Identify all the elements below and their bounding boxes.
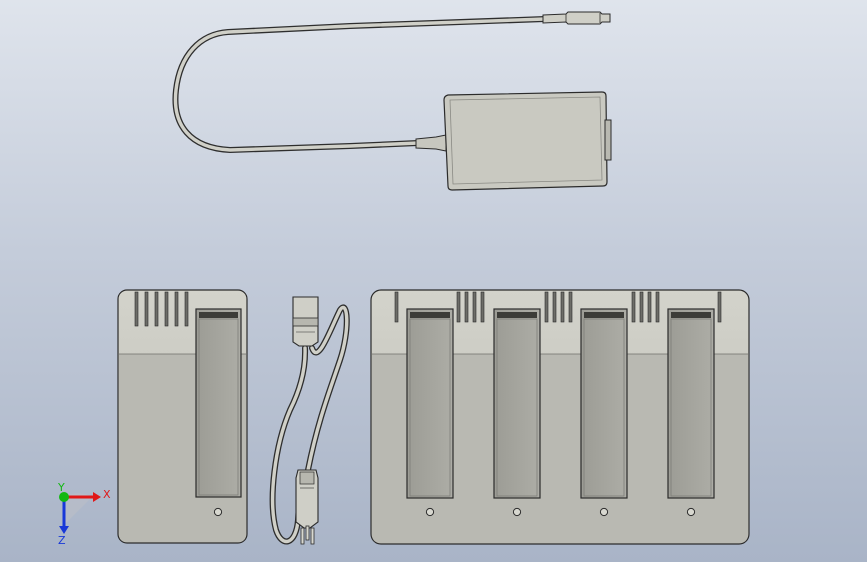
quad-charger[interactable]: [370, 289, 750, 545]
status-led: [213, 507, 223, 517]
adapter-socket: [604, 119, 612, 161]
axis-x-label: X: [103, 488, 111, 501]
vent-grille: [134, 291, 189, 327]
power-adapter[interactable]: [172, 11, 612, 191]
single-charger[interactable]: [117, 289, 248, 544]
ac-power-cord[interactable]: [269, 296, 350, 545]
axis-z-label: Z: [58, 534, 66, 547]
status-led: [512, 507, 522, 517]
battery-slot[interactable]: [667, 308, 715, 499]
adapter-brick: [443, 91, 608, 191]
battery-slot[interactable]: [493, 308, 541, 499]
battery-slot[interactable]: [580, 308, 628, 499]
battery-slot[interactable]: [406, 308, 454, 499]
strain-relief: [415, 134, 447, 152]
vent-grille: [394, 291, 722, 323]
battery-slot[interactable]: [195, 308, 242, 498]
status-led: [599, 507, 609, 517]
axis-y-label: Y: [57, 481, 65, 494]
status-led: [425, 507, 435, 517]
triad-axes-icon: X Y Z: [57, 481, 111, 547]
wall-plug: [295, 469, 319, 529]
status-led: [686, 507, 696, 517]
